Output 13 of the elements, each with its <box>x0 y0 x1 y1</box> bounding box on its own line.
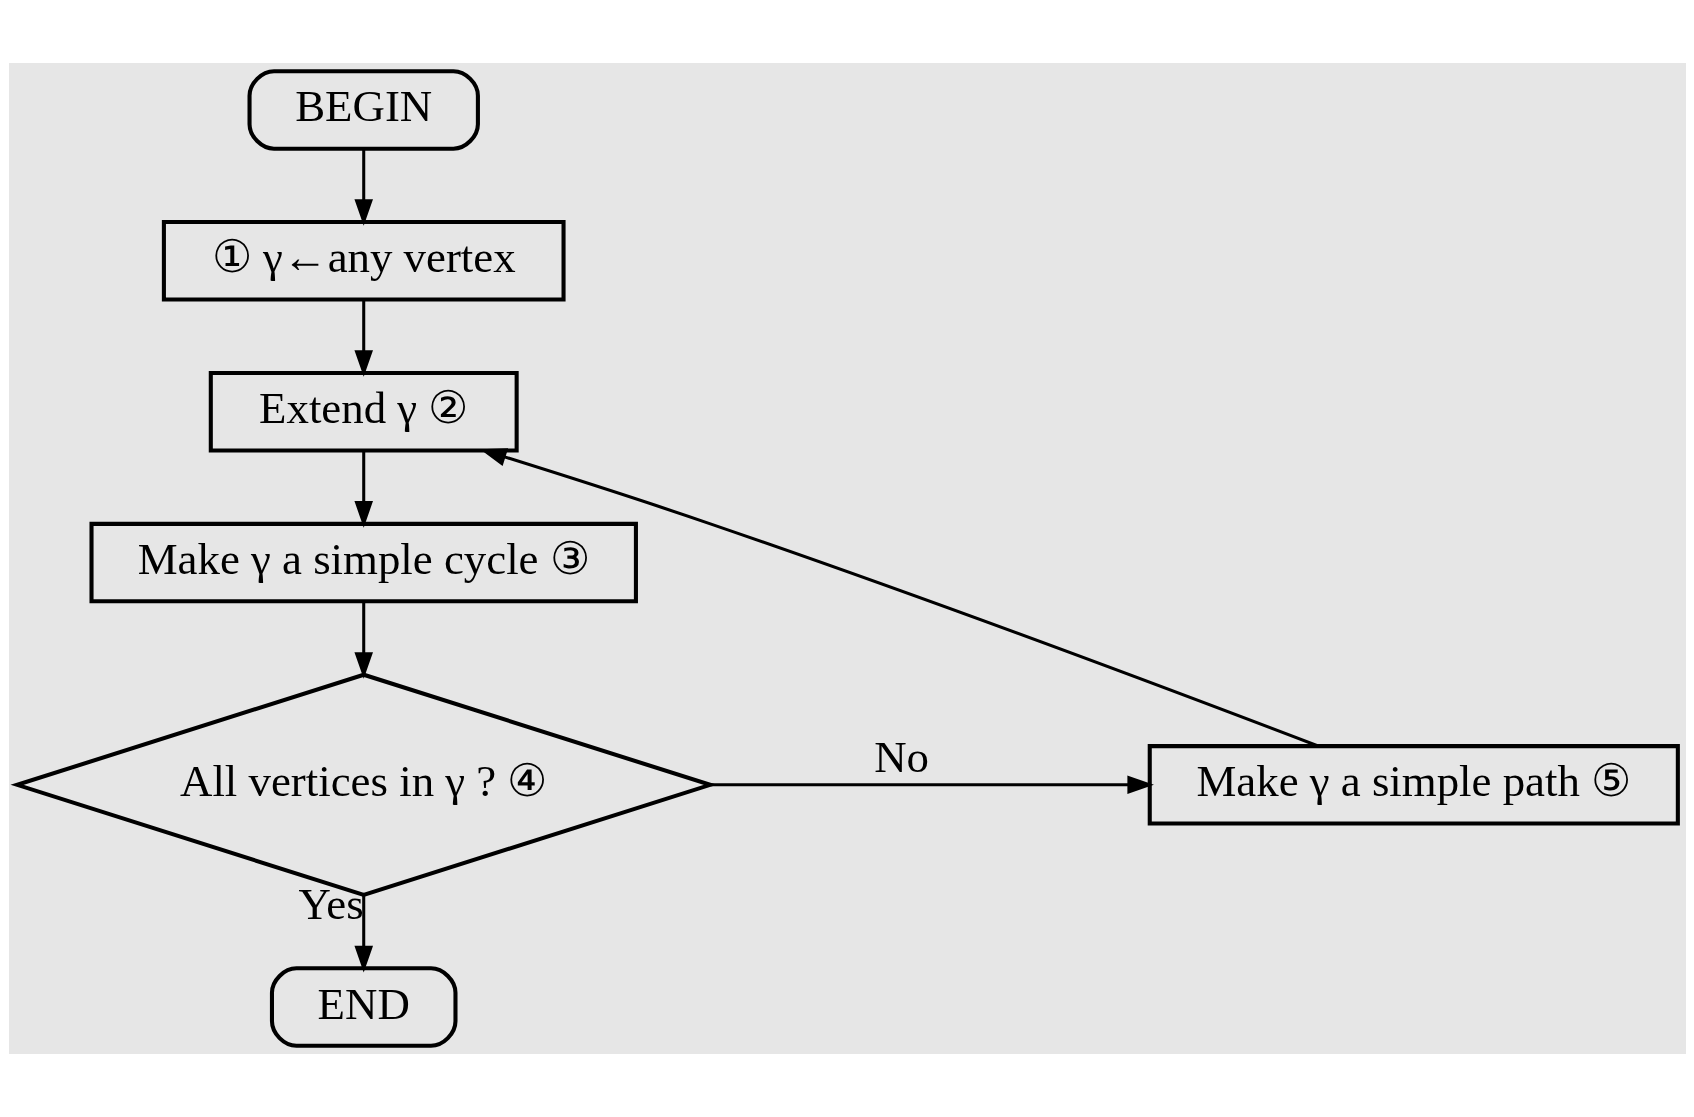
node-box: ① γ←any vertex <box>161 220 566 302</box>
arrow <box>353 149 373 226</box>
arrow <box>353 450 373 528</box>
node-box: Extend γ ② <box>208 370 519 453</box>
arrow <box>353 601 373 679</box>
node-box: END <box>269 966 458 1048</box>
arrow <box>353 299 373 377</box>
edge-label: No <box>873 731 929 782</box>
node-box: Make γ a simple path ⑤ <box>1147 744 1680 826</box>
node-box: Make γ a simple cycle ③ <box>88 521 638 604</box>
arrow <box>709 775 1154 795</box>
arrow <box>353 895 373 973</box>
node-box: BEGIN <box>247 69 480 151</box>
